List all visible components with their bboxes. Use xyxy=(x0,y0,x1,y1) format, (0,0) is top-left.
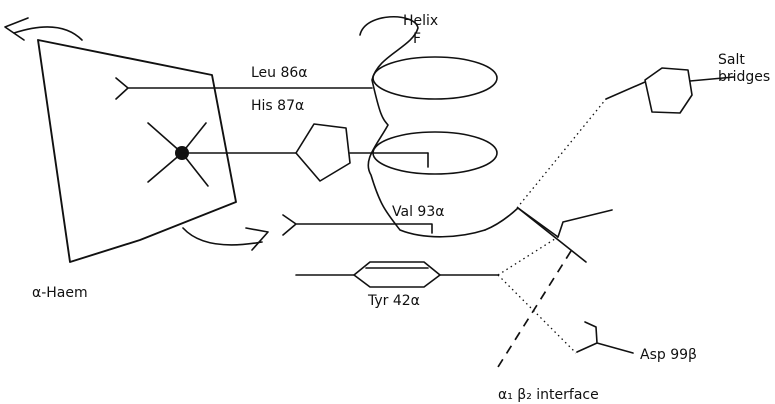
salt-label-line2: bridges xyxy=(718,69,770,85)
salt-label-line1: Salt xyxy=(718,52,745,68)
helix-f-turn-1 xyxy=(373,57,497,99)
val-label: Val 93α xyxy=(392,204,444,220)
dotted-bridge xyxy=(517,99,606,208)
helix-label-line2: F xyxy=(413,31,421,47)
top-motion-arrow xyxy=(14,27,82,40)
tyr-label: Tyr 42α xyxy=(367,293,420,309)
his-label: His 87α xyxy=(251,98,304,114)
haem-plane xyxy=(38,40,236,262)
his-imidazole-ring xyxy=(296,124,350,181)
top-motion-arrowhead xyxy=(5,18,28,40)
tyr-phenol-ring xyxy=(354,262,440,287)
asp-label: Asp 99β xyxy=(640,347,697,363)
leu-label: Leu 86α xyxy=(251,65,308,81)
bottom-motion-arrow xyxy=(183,228,262,245)
bottom-motion-arrowhead xyxy=(246,228,268,250)
leu-sidechain xyxy=(116,78,372,99)
val-branch xyxy=(518,208,586,262)
dotted-bridge xyxy=(498,237,558,275)
haem-label: α-Haem xyxy=(32,285,88,301)
helix-label-line1: Helix xyxy=(403,13,438,29)
salt-bridge-ring xyxy=(645,68,692,113)
interface-label: α₁ β₂ interface xyxy=(498,387,599,403)
dotted-bridge xyxy=(498,275,576,353)
salt-bridge-link-left xyxy=(606,82,645,99)
asp-sidechain xyxy=(577,322,633,353)
interface-dashed-line xyxy=(498,251,571,367)
